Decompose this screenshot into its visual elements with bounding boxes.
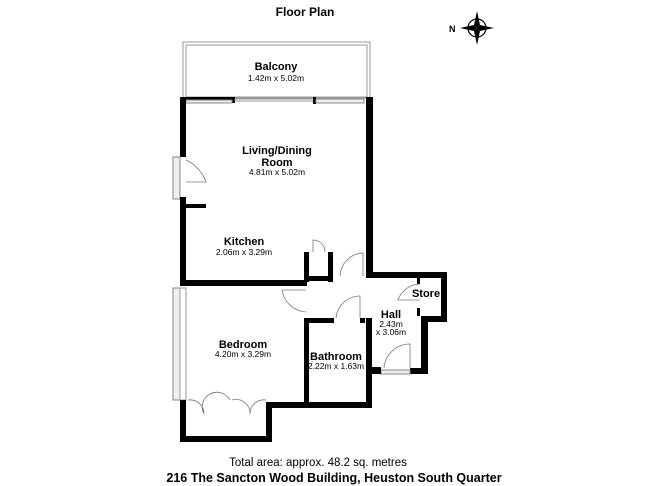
balcony <box>182 41 371 99</box>
room-bedroom-name: Bedroom <box>219 339 268 351</box>
room-bathroom-size: 2.22m x 1.63m <box>308 361 364 371</box>
room-store-name: Store <box>412 288 440 300</box>
room-hall-name: Hall <box>381 309 401 321</box>
room-living-name-line2: Room <box>261 157 292 169</box>
room-bathroom-name: Bathroom <box>310 351 362 363</box>
walls <box>172 97 447 442</box>
room-hall-size: 2.43m <box>379 319 403 329</box>
page-title: Floor Plan <box>276 5 335 19</box>
total-area: Total area: approx. 48.2 sq. metres <box>229 457 407 469</box>
doors <box>185 159 421 415</box>
room-hall-size-line2: x 3.06m <box>376 327 406 337</box>
room-labels: Balcony 1.42m x 5.02m Living/Dining Room… <box>215 61 440 371</box>
room-balcony-name: Balcony <box>255 61 299 73</box>
room-living-size: 4.81m x 5.02m <box>249 167 305 177</box>
compass-north-label: N <box>449 24 456 34</box>
room-balcony-size: 1.42m x 5.02m <box>248 73 304 83</box>
address: 216 The Sancton Wood Building, Heuston S… <box>166 471 501 485</box>
room-living-name: Living/Dining <box>242 145 312 157</box>
room-bedroom-size: 4.20m x 3.29m <box>215 349 271 359</box>
room-kitchen-size: 2.06m x 3.29m <box>216 247 272 257</box>
compass-icon: N <box>449 11 494 45</box>
room-kitchen-name: Kitchen <box>224 236 265 248</box>
